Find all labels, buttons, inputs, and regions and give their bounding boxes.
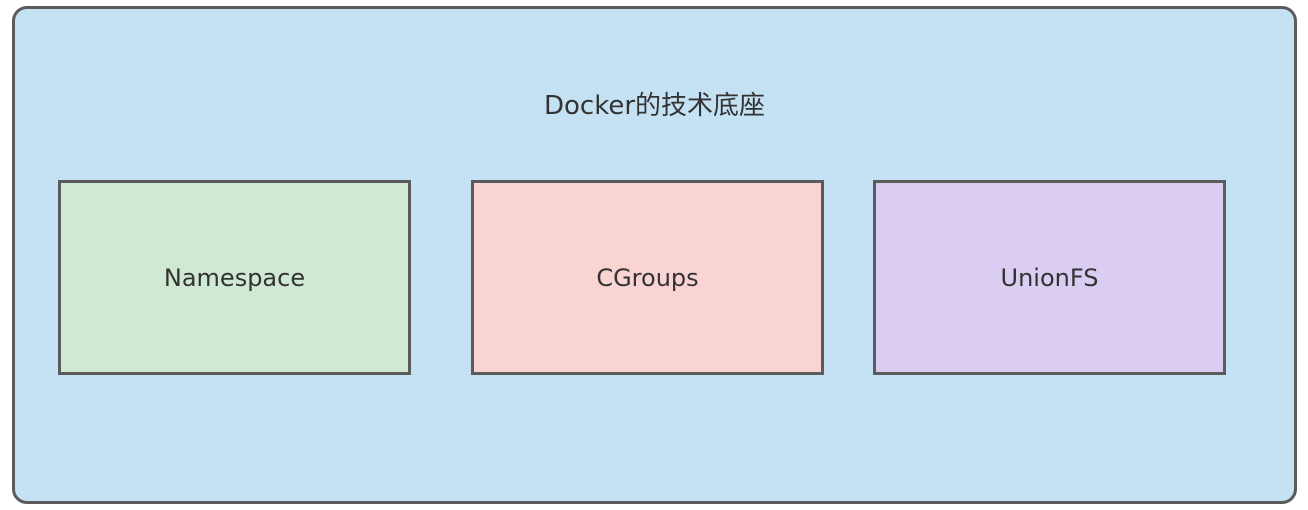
unionfs-label: UnionFS	[1000, 263, 1099, 292]
namespace-label: Namespace	[163, 263, 306, 292]
cgroups-box: CGroups	[471, 180, 824, 375]
docker-foundation-container: Docker的技术底座 Namespace CGroups UnionFS	[12, 6, 1297, 504]
namespace-box: Namespace	[58, 180, 411, 375]
diagram-title: Docker的技术底座	[543, 91, 766, 121]
unionfs-box: UnionFS	[873, 180, 1226, 375]
cgroups-label: CGroups	[596, 263, 699, 292]
